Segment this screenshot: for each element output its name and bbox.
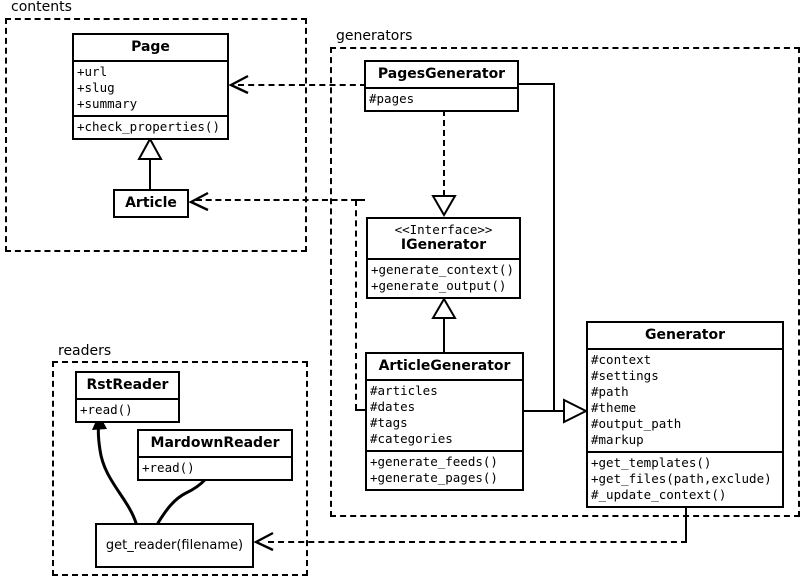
class-generator-attributes: #context #settings #path #theme #output_… (588, 350, 782, 453)
class-page-methods: +check_properties() (74, 117, 227, 138)
relation-pagesgenerator-igenerator-line (443, 110, 445, 196)
method: +check_properties() (77, 119, 220, 134)
package-readers-border (52, 361, 308, 576)
class-articlegenerator-name: ArticleGenerator (367, 354, 522, 381)
attribute: #settings (591, 368, 659, 383)
attribute: +url (77, 64, 108, 79)
attribute: #articles (370, 383, 438, 398)
class-rstreader-methods: +read() (77, 400, 178, 421)
relation-articlegenerator-generator-hline (524, 410, 555, 412)
class-pagesgenerator-attributes: #pages (366, 89, 517, 110)
relation-articlegenerator-article-tail (355, 409, 367, 411)
method: +read() (80, 402, 133, 417)
class-mardownreader[interactable]: MardownReader +read() (137, 429, 293, 481)
package-generators-border (330, 47, 800, 517)
attribute: #output_path (591, 416, 682, 431)
attribute: #dates (370, 399, 416, 414)
attribute: #context (591, 352, 652, 367)
relation-generator-getreader-vstub (685, 502, 687, 542)
package-generators-label: generators (333, 29, 416, 43)
relation-pagesgenerator-generator-hline (517, 83, 555, 85)
class-rstreader-name: RstReader (77, 373, 178, 400)
relation-articlegenerator-article-vline (355, 200, 357, 410)
class-igenerator-stereotype: <<Interface>> (394, 222, 493, 237)
class-articlegenerator-attributes: #articles #dates #tags #categories (367, 381, 522, 452)
usage-curve-rstreader (96, 420, 138, 525)
class-article-name: Article (125, 195, 177, 211)
package-generators (330, 47, 800, 517)
class-page-name: Page (74, 35, 227, 62)
generalization-arrowhead-page (137, 136, 163, 160)
relation-articlegenerator-article-hline (355, 199, 365, 201)
dependency-arrowhead-page (228, 74, 249, 95)
class-igenerator[interactable]: <<Interface>> IGenerator +generate_conte… (366, 217, 521, 299)
attribute: +slug (77, 80, 115, 95)
method: +get_templates() (591, 455, 712, 470)
class-pagesgenerator-name: PagesGenerator (366, 62, 517, 89)
attribute: #path (591, 384, 629, 399)
class-generator-methods: +get_templates() +get_files(path,exclude… (588, 453, 782, 506)
generalization-arrowhead-generator (563, 398, 589, 424)
relation-generator-trunk-vline (553, 83, 555, 412)
attribute: #pages (369, 91, 415, 106)
dependency-arrowhead-getreader (253, 531, 274, 552)
attribute: #tags (370, 415, 408, 430)
method: +generate_feeds() (370, 454, 498, 469)
relation-articlegenerator-igenerator-line (443, 313, 445, 356)
relation-generator-trunk-arrow-stem (553, 410, 565, 412)
relation-pagesgenerator-page-line (238, 84, 366, 86)
method: +read() (142, 460, 195, 475)
package-readers (52, 361, 308, 576)
class-mardownreader-methods: +read() (139, 458, 291, 479)
class-page-attributes: +url +slug +summary (74, 62, 227, 117)
package-contents (5, 18, 307, 252)
class-mardownreader-name: MardownReader (139, 431, 291, 458)
method: +get_files(path,exclude) (591, 471, 772, 486)
class-pagesgenerator[interactable]: PagesGenerator #pages (364, 60, 519, 112)
function-get-reader[interactable]: get_reader(filename) (95, 523, 254, 568)
relation-articlegenerator-article-hline2 (196, 199, 357, 201)
class-generator-name: Generator (588, 323, 782, 350)
relation-generator-getreader-hline (268, 541, 687, 543)
method: +generate_output() (371, 278, 507, 293)
function-get-reader-label: get_reader(filename) (105, 538, 244, 553)
method: #_update_context() (591, 487, 727, 502)
class-rstreader[interactable]: RstReader +read() (75, 371, 180, 423)
class-article[interactable]: Article (113, 189, 189, 218)
class-page[interactable]: Page +url +slug +summary +check_properti… (72, 33, 229, 140)
package-readers-label: readers (55, 344, 115, 358)
package-contents-label: contents (8, 0, 75, 14)
attribute: #markup (591, 432, 644, 447)
attribute: #categories (370, 431, 453, 446)
attribute: #theme (591, 400, 637, 415)
class-igenerator-title: IGenerator (400, 237, 487, 253)
realization-arrowhead-igenerator-top (431, 195, 457, 217)
package-contents-border (5, 18, 307, 252)
method: +generate_pages() (370, 470, 498, 485)
relation-article-page-line (149, 158, 151, 190)
class-articlegenerator[interactable]: ArticleGenerator #articles #dates #tags … (365, 352, 524, 491)
realization-arrowhead-igenerator-bottom (431, 297, 457, 319)
class-igenerator-name: <<Interface>> IGenerator (368, 219, 519, 260)
attribute: +summary (77, 96, 138, 111)
class-igenerator-methods: +generate_context() +generate_output() (368, 260, 519, 297)
class-articlegenerator-methods: +generate_feeds() +generate_pages() (367, 452, 522, 489)
class-generator[interactable]: Generator #context #settings #path #them… (586, 321, 784, 508)
dependency-arrowhead-article (188, 191, 209, 212)
method: +generate_context() (371, 262, 514, 277)
